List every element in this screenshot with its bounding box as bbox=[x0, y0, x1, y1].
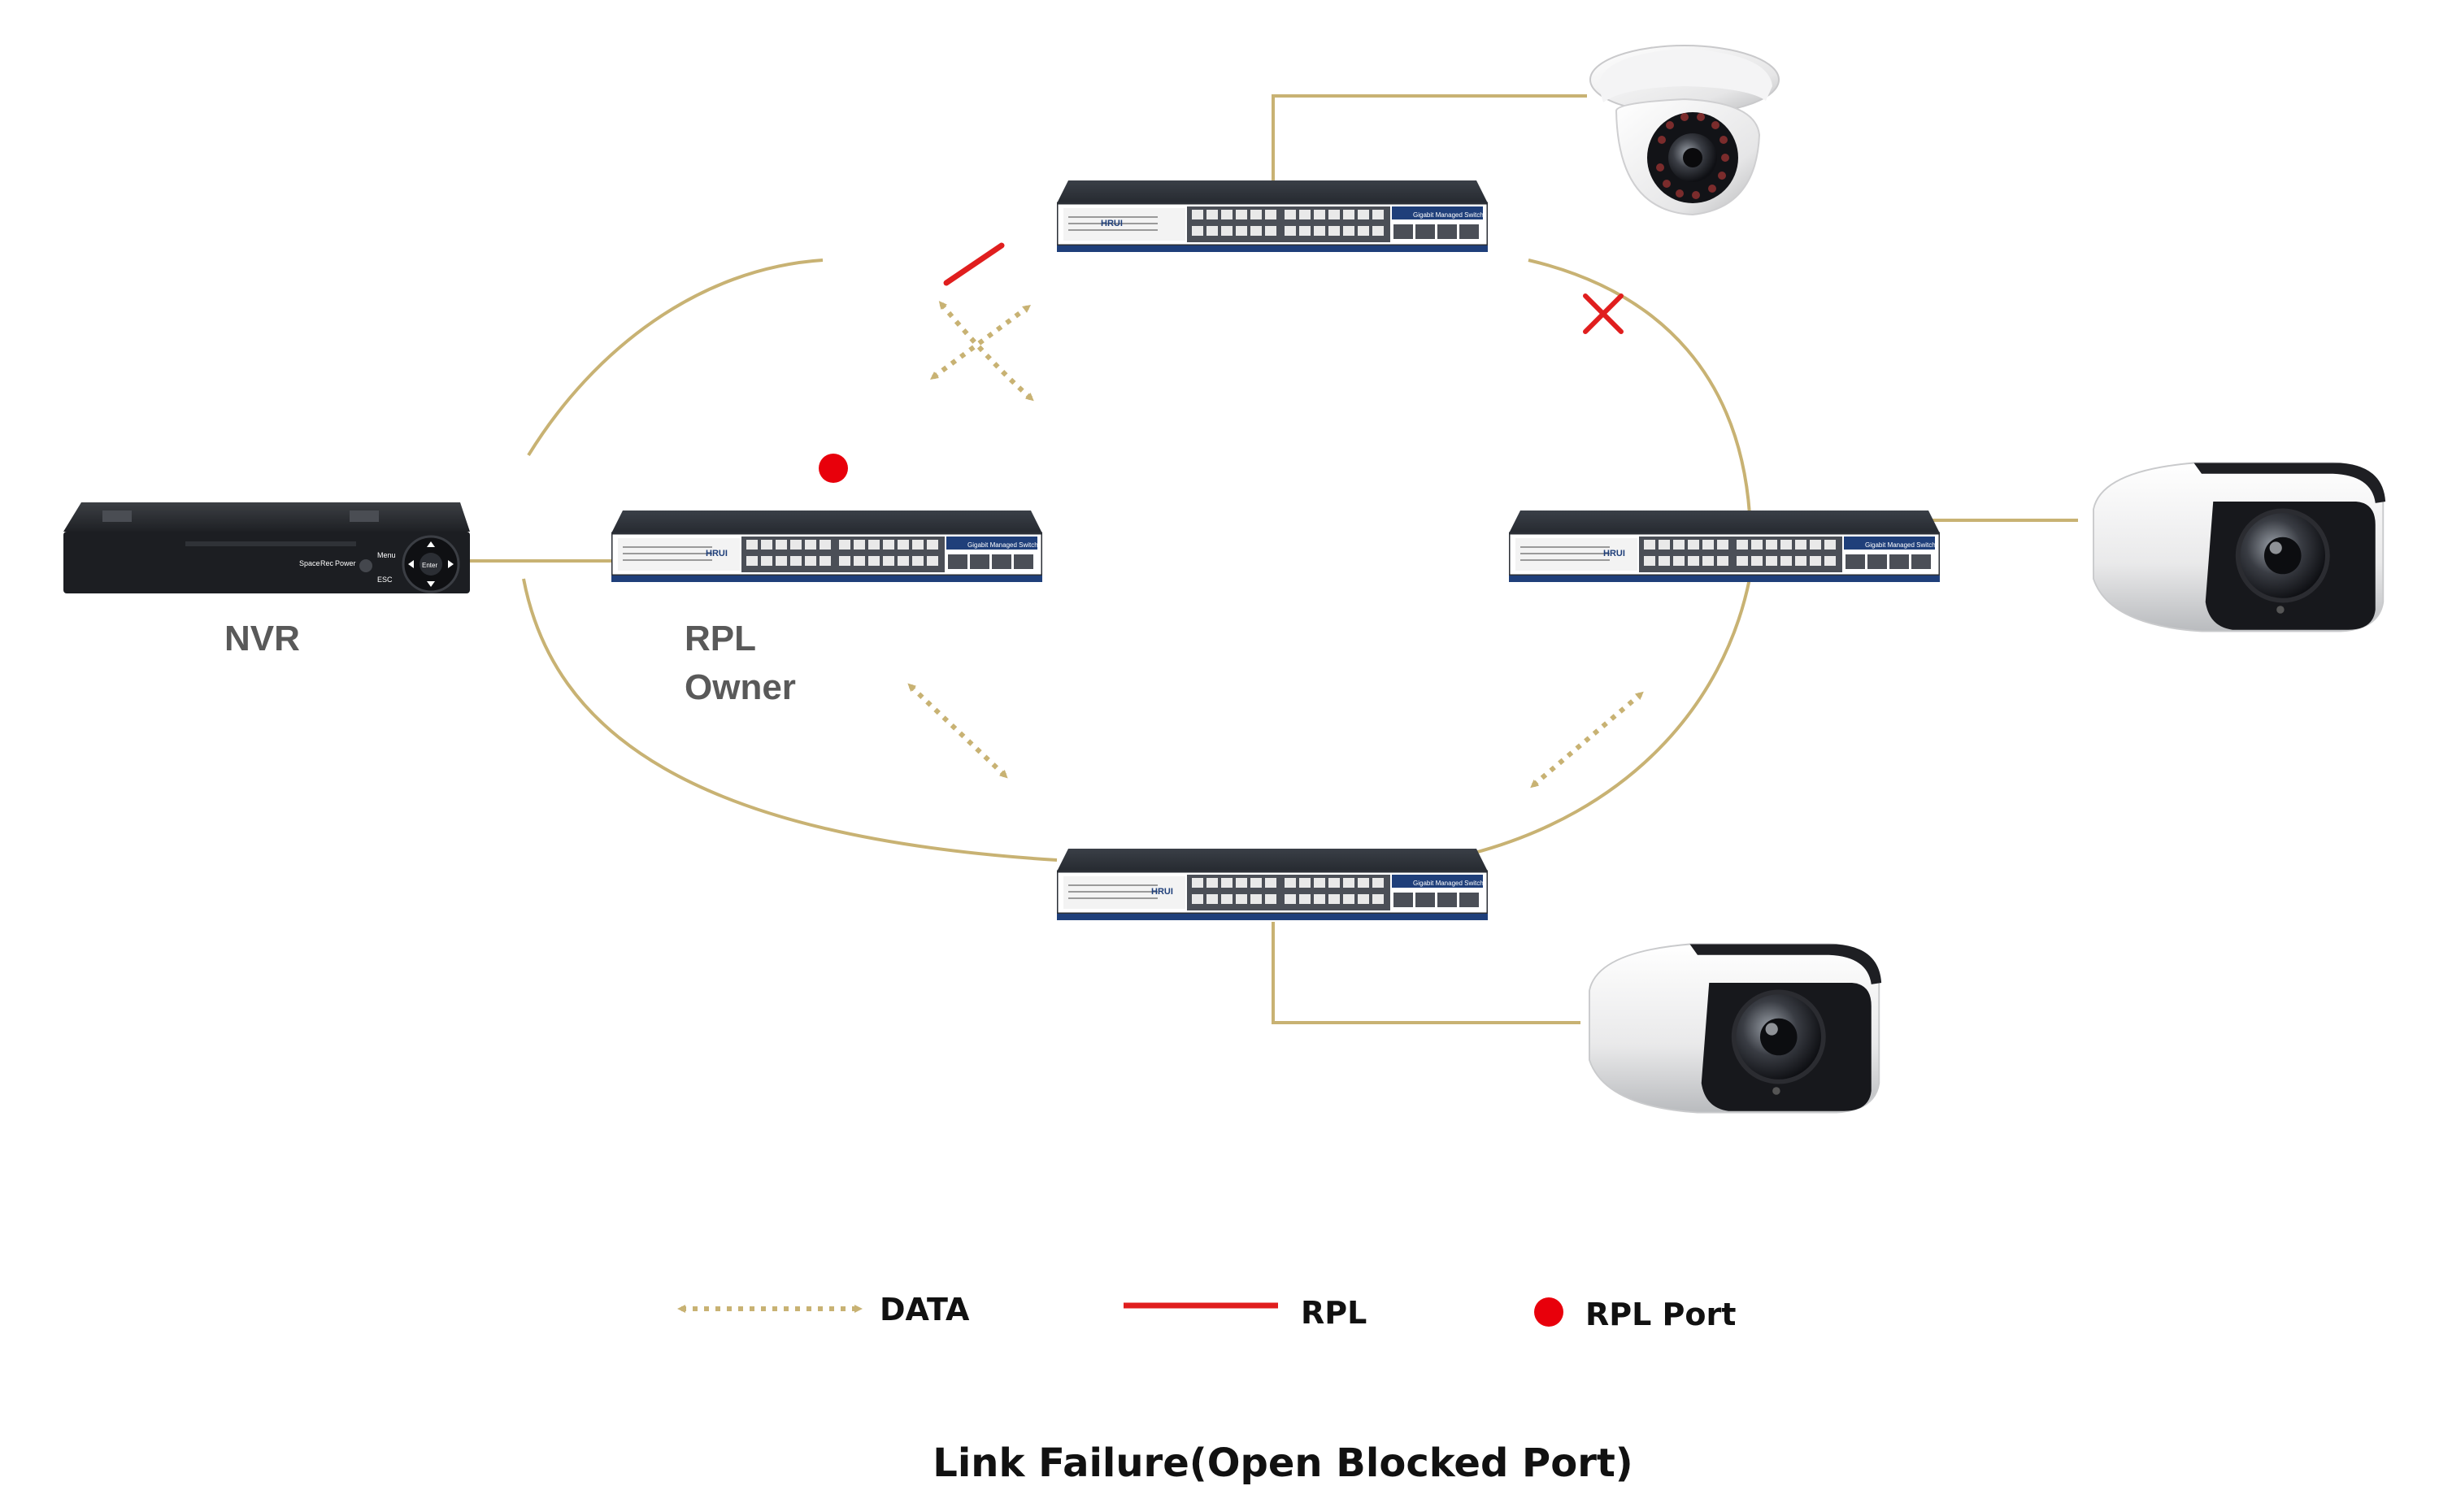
rpl-port-dot bbox=[819, 454, 848, 483]
data-arrow-top-left bbox=[929, 305, 1032, 380]
legend-data-label: DATA bbox=[880, 1292, 970, 1327]
switch-right: HRUI Gigabit Managed Switch bbox=[1509, 511, 1940, 584]
switch-brand: HRUI bbox=[1151, 887, 1173, 897]
ring-link-top-right bbox=[1528, 259, 1751, 515]
nvr-enter-label: Enter bbox=[422, 562, 437, 569]
nvr-menu-label: Menu bbox=[377, 551, 396, 559]
switch-model: Gigabit Managed Switch bbox=[967, 541, 1038, 549]
ring-link-bottom-right bbox=[1471, 578, 1751, 855]
legend: DATA RPL RPL Port bbox=[677, 1292, 1736, 1332]
nvr-rec-label: Rec bbox=[320, 559, 334, 567]
nvr-space-label: Space bbox=[299, 559, 320, 567]
ring-links bbox=[522, 259, 1751, 862]
data-arrow-icon bbox=[938, 301, 1034, 402]
switch-model: Gigabit Managed Switch bbox=[1413, 211, 1484, 219]
rpl-owner-label-line1: RPL bbox=[685, 619, 756, 658]
legend-rpl-port-label: RPL Port bbox=[1585, 1297, 1736, 1332]
diagram-caption: Link Failure(Open Blocked Port) bbox=[933, 1440, 1633, 1486]
link-failure-x-icon bbox=[1583, 293, 1624, 334]
rpl-segment bbox=[943, 242, 1005, 286]
switch-brand: HRUI bbox=[706, 549, 728, 558]
data-arrow-bottom-right bbox=[1530, 691, 1644, 789]
device-links bbox=[468, 94, 2078, 1024]
switch-brand: HRUI bbox=[1101, 219, 1123, 228]
legend-rpl-label: RPL bbox=[1301, 1295, 1367, 1331]
link-bottom-bullet bbox=[1272, 922, 1580, 1024]
ring-link-bottom-left bbox=[522, 578, 1058, 862]
ring-link-top-left bbox=[527, 259, 824, 457]
nvr-esc-label: ESC bbox=[377, 576, 393, 584]
switch-model: Gigabit Managed Switch bbox=[1865, 541, 1936, 549]
bullet-camera-icon bbox=[2093, 463, 2385, 632]
switch-model: Gigabit Managed Switch bbox=[1413, 880, 1484, 887]
switch-top: HRUI Gigabit Managed Switch bbox=[1057, 180, 1488, 254]
switch-bottom: HRUI Gigabit Managed Switch bbox=[1057, 849, 1488, 922]
nvr-label: NVR bbox=[224, 619, 300, 658]
nvr-power-label: Power bbox=[335, 559, 356, 567]
legend-rpl-port-dot bbox=[1534, 1297, 1563, 1327]
dome-camera-icon bbox=[1589, 45, 1780, 215]
link-top-dome bbox=[1272, 94, 1587, 180]
data-arrow-bottom-left bbox=[907, 683, 1008, 779]
bullet-camera-icon bbox=[1589, 945, 1881, 1113]
data-arrows bbox=[938, 301, 1034, 402]
nvr-recorder-icon: Space Rec Power Menu ESC Enter bbox=[63, 502, 470, 593]
rpl-owner-label-line2: Owner bbox=[685, 667, 796, 707]
switch-rpl-owner: HRUI Gigabit Managed Switch bbox=[611, 511, 1042, 584]
switch-brand: HRUI bbox=[1603, 549, 1625, 558]
